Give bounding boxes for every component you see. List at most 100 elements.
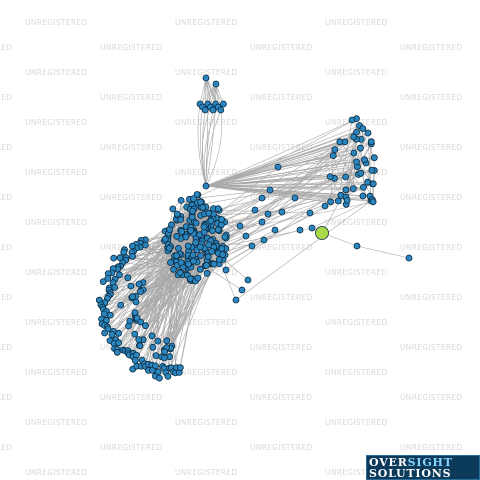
network-node [219,251,227,258]
network-node [154,337,162,345]
network-edge [205,161,357,187]
network-node [244,276,252,284]
network-node [194,274,202,282]
logo-word-sight: SIGHT [407,456,453,469]
network-edge [102,263,212,308]
network-node [202,182,210,190]
network-node [359,125,367,133]
network-node [135,280,143,288]
network-node [248,242,256,250]
network-node [306,209,314,217]
network-edge [205,109,223,187]
network-node [271,226,279,234]
network-node [176,269,184,277]
network-node [207,217,215,225]
network-edge [201,201,374,236]
network-edge [226,209,256,236]
network-node [137,288,145,296]
network-edge [166,274,183,341]
network-node [154,368,162,376]
network-node [238,286,246,294]
network-node [334,197,342,205]
network-node [106,311,114,319]
network-node [251,206,259,214]
network-edge [205,118,357,187]
network-node [99,278,107,286]
network-node [131,357,139,364]
network-edge [329,136,354,177]
network-node [173,210,181,218]
network-node [357,169,365,177]
network-node [214,226,222,234]
network-node [217,106,225,114]
network-node [129,252,136,260]
network-node [278,208,286,216]
network-node [326,173,334,181]
network-node [176,364,184,372]
network-edge [205,162,367,187]
network-node [166,226,174,234]
network-node [369,180,377,188]
network-node [141,322,149,330]
network-node [291,194,299,202]
network-node [349,185,357,193]
network-node [104,274,112,282]
network-node [167,259,174,266]
network-node [266,186,274,194]
network-edge [219,155,334,260]
node-layer [95,74,413,382]
network-node [327,198,335,206]
network-node [161,235,169,243]
network-node [185,260,192,268]
network-edge [311,199,373,229]
network-node [184,242,192,250]
network-node [204,253,212,261]
network-node [222,266,230,274]
network-node [110,254,118,262]
logo-word-solutions: SOLUTIONS [369,467,452,480]
network-node [232,296,240,304]
network-node [210,260,218,268]
network-node [264,210,272,218]
network-node [208,247,216,255]
network-node [348,116,356,124]
network-node [192,219,200,227]
network-node [117,301,125,309]
network-node [169,205,177,213]
network-node [165,244,173,252]
network-node [115,339,122,347]
network-node [173,252,181,260]
network-node [321,202,329,210]
network-node [196,243,204,251]
network-edge [197,103,207,187]
network-edge [205,152,354,187]
network-node [353,158,360,166]
network-node [187,227,195,234]
network-edge [205,166,279,187]
network-node [164,372,172,380]
network-edge [372,157,375,200]
network-node [219,100,227,108]
network-edge [207,221,263,239]
network-node [203,269,211,277]
network-node [197,252,205,260]
network-node [178,228,186,235]
network-edge [219,229,276,260]
network-edge [109,216,182,341]
network-node [212,80,220,88]
network-edge [356,245,410,259]
network-node [205,241,213,249]
network-node [329,152,337,160]
network-node [124,274,132,282]
network-edge [143,278,191,291]
network-node [209,106,217,114]
network-node [215,256,223,264]
network-node [190,195,197,203]
network-edge [101,214,193,320]
network-node [336,138,344,146]
network-node [221,233,229,241]
network-edge [205,185,346,198]
network-node [131,330,139,338]
network-node [343,196,351,204]
